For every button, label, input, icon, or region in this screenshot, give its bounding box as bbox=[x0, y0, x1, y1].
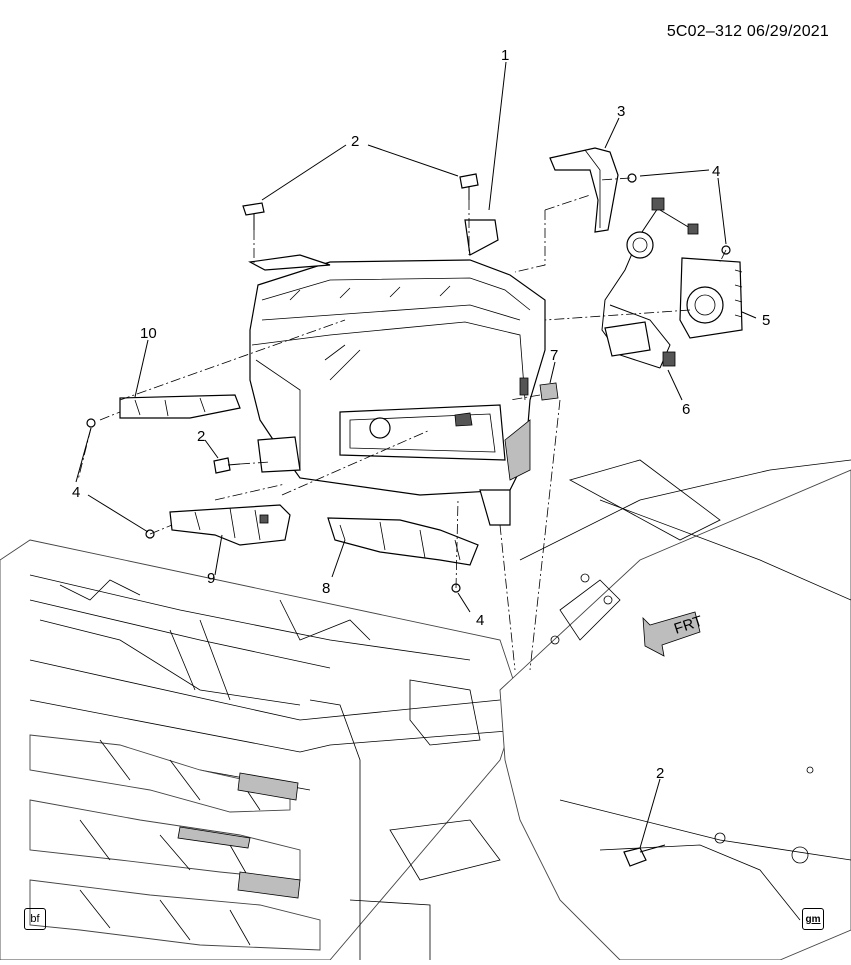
callout-6: 6 bbox=[682, 401, 690, 418]
screw-4-left-top bbox=[86, 418, 96, 428]
callout-5: 5 bbox=[762, 312, 770, 329]
callout-9: 9 bbox=[207, 570, 215, 587]
bolt-2-left-top bbox=[242, 202, 265, 230]
headlamp-assembly bbox=[248, 219, 546, 526]
callout-4-left: 4 bbox=[72, 484, 80, 501]
callout-3: 3 bbox=[617, 103, 625, 120]
callout-1: 1 bbox=[501, 47, 509, 64]
bf-badge-icon: bf bbox=[24, 908, 46, 930]
callout-4-top: 4 bbox=[712, 163, 720, 180]
callout-8: 8 bbox=[322, 580, 330, 597]
diagram-reference-id: 5C02–312 06/29/2021 bbox=[666, 23, 829, 40]
bracket-part-3 bbox=[549, 147, 619, 233]
connector-part-7 bbox=[539, 382, 559, 401]
bolt-2-middle bbox=[213, 457, 241, 474]
wiring-harness bbox=[601, 197, 699, 369]
gm-logo-icon: gm bbox=[802, 908, 824, 930]
control-module bbox=[679, 257, 743, 339]
bolt-2-right-top bbox=[459, 173, 479, 200]
bracket-part-9 bbox=[169, 504, 291, 546]
fasteners bbox=[86, 173, 731, 867]
bracket-part-10 bbox=[119, 394, 241, 419]
vehicle-body bbox=[0, 459, 851, 961]
leader-lines bbox=[75, 61, 757, 849]
callout-numbers: 1 2 2 2 3 4 4 4 5 6 7 8 9 10 bbox=[72, 47, 770, 782]
callout-7: 7 bbox=[550, 347, 558, 364]
bolt-2-lower-right bbox=[623, 844, 666, 867]
callout-2-bottom: 2 bbox=[656, 765, 664, 782]
assembly-lines bbox=[77, 177, 727, 671]
bracket-part-8 bbox=[327, 517, 479, 566]
callout-2-top: 2 bbox=[351, 133, 359, 150]
callout-4-bottom: 4 bbox=[476, 612, 484, 629]
callout-2-middle: 2 bbox=[197, 428, 205, 445]
callout-10: 10 bbox=[140, 325, 157, 342]
